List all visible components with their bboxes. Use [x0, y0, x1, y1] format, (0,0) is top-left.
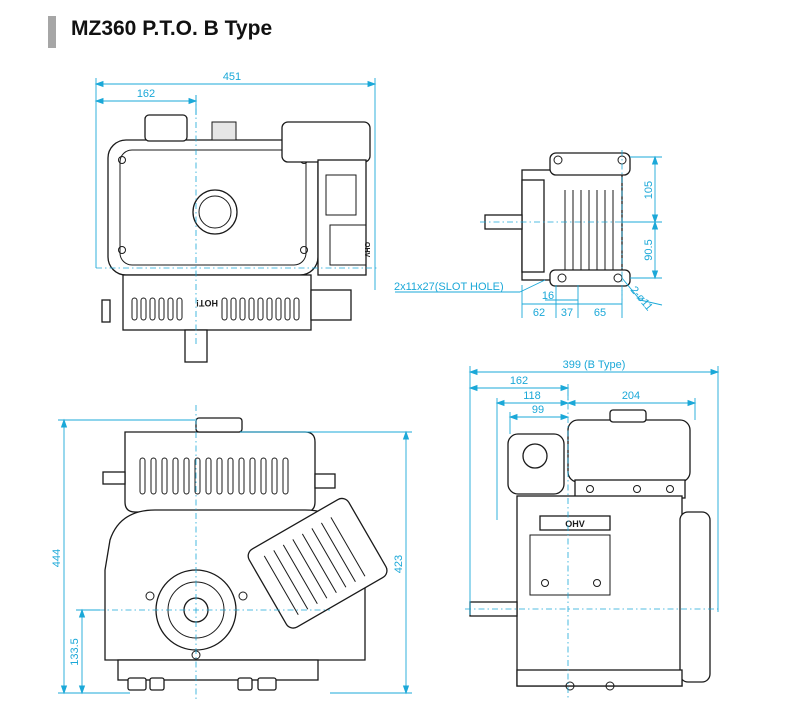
dim-right-204: 204: [622, 390, 640, 402]
page-title: MZ360 P.T.O. B Type: [71, 17, 273, 40]
b-bolt: [605, 681, 615, 691]
dim-side-65: 65: [594, 307, 606, 319]
title-accent-bar: [48, 16, 56, 48]
dim-slot-hole: 2x11x27(SLOT HOLE): [394, 281, 504, 293]
top-right-components: [317, 159, 367, 276]
side-bolt: [557, 273, 567, 283]
dim-height-444: 444: [51, 549, 63, 567]
side-view: 105 90.5 2x11x27(SLOT HOLE) 16 62 37 65 …: [394, 150, 663, 319]
top-carburetor: [325, 174, 357, 216]
dim-hole-diameter: 2-ø11: [628, 284, 655, 313]
b-bolt: [565, 681, 575, 691]
side-top-flange: [549, 152, 631, 176]
dim-height-423: 423: [393, 555, 405, 573]
top-filler-cap: [192, 189, 238, 235]
b-base: [516, 669, 683, 687]
top-bolt: [118, 156, 126, 164]
front-foot: [149, 677, 165, 691]
b-ohv-plate: [539, 515, 611, 531]
front-left-mount: [102, 471, 126, 485]
top-filler-cap-inner: [198, 195, 232, 229]
b-ohv-label: OHV: [565, 519, 585, 529]
b-bolt: [586, 485, 594, 493]
front-base: [117, 659, 319, 681]
b-valve-cover: [529, 534, 611, 596]
top-bolt: [118, 246, 126, 254]
side-flange-plate: [521, 179, 545, 273]
dim-side-90-5: 90.5: [643, 239, 655, 260]
top-fuel-tank: [281, 121, 371, 163]
side-fins: [564, 190, 614, 275]
dim-side-16: 16: [542, 290, 554, 302]
front-cylinder: [247, 497, 388, 629]
side-bottom-flange: [549, 269, 631, 287]
dim-side-105: 105: [643, 181, 655, 199]
front-cylinder-fins: [263, 517, 366, 616]
front-top-cap: [195, 417, 243, 433]
side-bolt: [553, 155, 563, 165]
front-bolt: [238, 591, 248, 601]
top-side-cover: [310, 289, 352, 321]
front-foot: [257, 677, 277, 691]
side-view-b: OHV 399 (B Type) 162 118 99: [465, 359, 720, 700]
front-foot: [237, 677, 253, 691]
front-bolt: [145, 591, 155, 601]
dim-top-overall: 451: [223, 71, 241, 83]
top-crankcase-fins: [131, 297, 300, 321]
top-ohv-label: OHV: [363, 242, 370, 258]
top-view: OHV HOT!: [94, 71, 378, 363]
b-bolt: [666, 485, 674, 493]
front-right-mount: [314, 473, 336, 489]
top-bolt: [300, 246, 308, 254]
dim-top-offset: 162: [137, 88, 155, 100]
dim-height-133-5: 133.5: [69, 638, 81, 666]
b-recoil-cover: [679, 511, 711, 683]
top-handle: [144, 114, 188, 142]
top-vent: [211, 121, 237, 141]
top-hot-label: HOT!: [196, 298, 218, 308]
b-tank-bracket: [574, 479, 686, 499]
front-view: 444 133.5 423: [51, 405, 412, 700]
dim-side-62: 62: [533, 307, 545, 319]
top-left-boss: [101, 299, 111, 323]
dim-right-99: 99: [532, 404, 544, 416]
b-air-cleaner-knob: [522, 443, 548, 469]
front-top-fins: [139, 457, 289, 495]
b-bolt: [633, 485, 641, 493]
dim-b-type-overall: 399 (B Type): [563, 359, 626, 371]
top-muffler: [329, 224, 367, 266]
b-fuel-tank: [567, 419, 691, 483]
b-bolt: [593, 579, 601, 587]
front-foot: [127, 677, 147, 691]
b-bolt: [541, 579, 549, 587]
dim-right-118: 118: [523, 390, 541, 402]
dim-side-37: 37: [561, 307, 573, 319]
top-air-cleaner-inner: [119, 149, 307, 266]
dim-right-162: 162: [510, 375, 528, 387]
b-fuel-cap: [609, 409, 647, 423]
